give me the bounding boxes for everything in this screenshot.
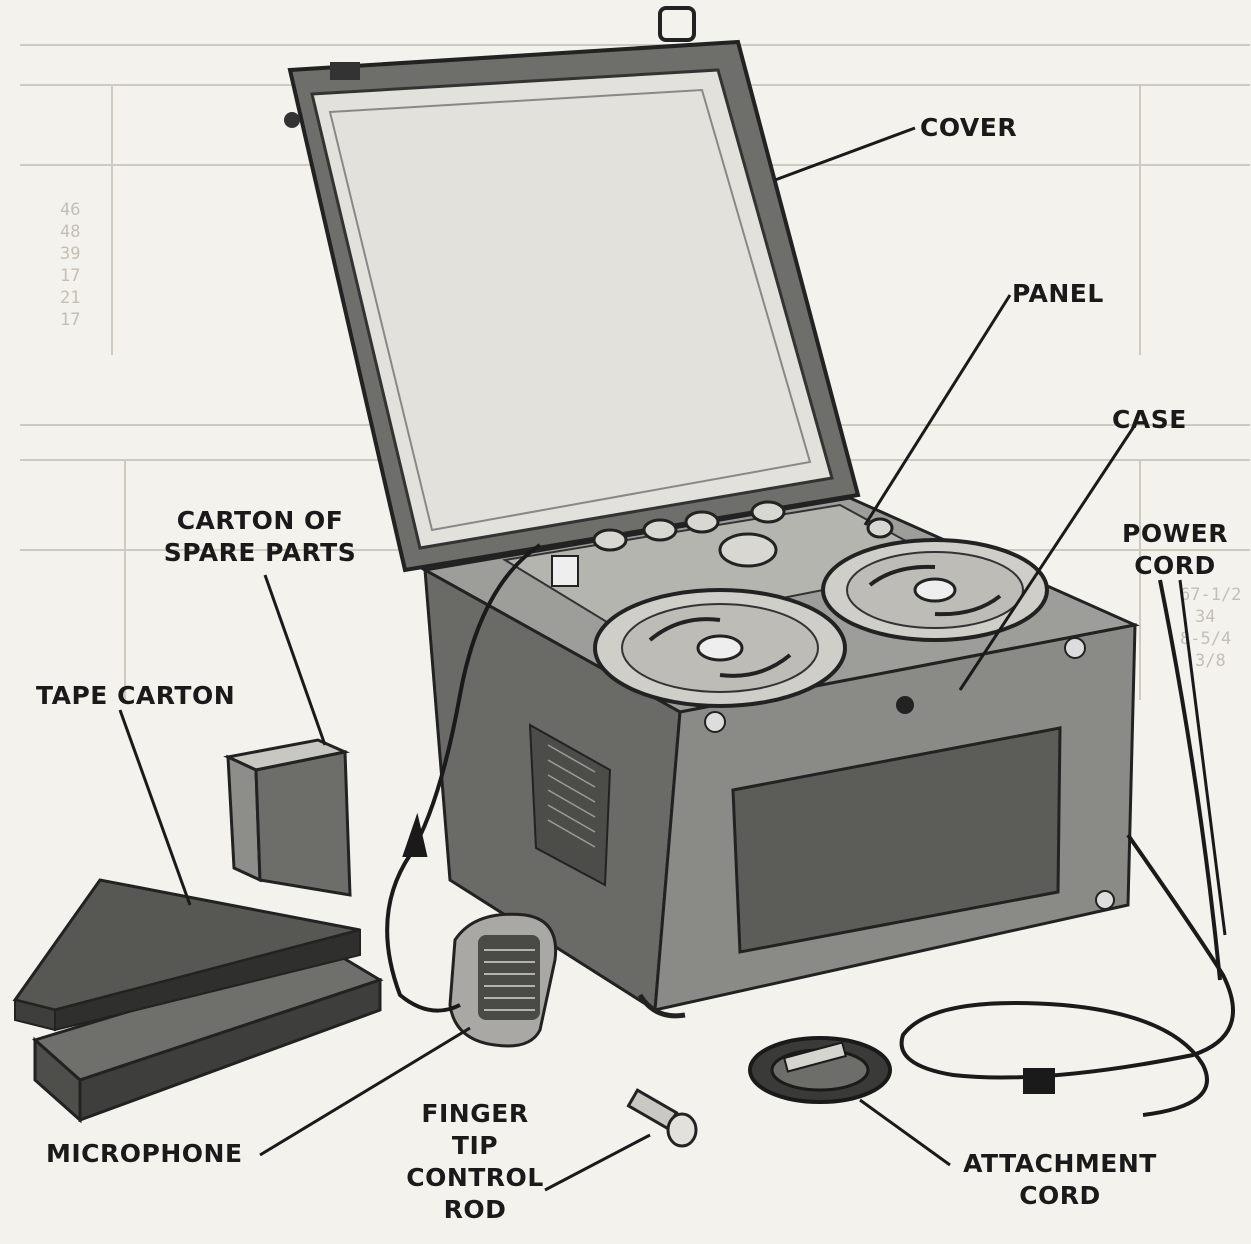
finger-tip-control-rod [628,1090,696,1146]
label-carton-of-spare-parts: CARTON OF SPARE PARTS [130,505,390,569]
bg-cell: 21 [60,288,80,308]
label-panel: PANEL [1012,278,1104,310]
bg-cell: 46 [60,200,80,220]
label-attachment-line: CORD [935,1180,1185,1212]
latch-icon [284,112,300,128]
label-case: CASE [1112,404,1187,436]
label-carton-line: SPARE PARTS [130,537,390,569]
left-reel [595,590,845,706]
label-attachment-cord: ATTACHMENT CORD [935,1148,1185,1212]
bg-cell: 3/8 [1195,651,1226,671]
label-rod-line: CONTROL [400,1162,550,1194]
tape-cartons [15,880,380,1120]
label-attachment-line: ATTACHMENT [935,1148,1185,1180]
keyhole-icon [896,696,914,714]
label-tape-carton: TAPE CARTON [36,680,235,712]
bg-cell: 34 [1195,607,1215,627]
label-rod-line: FINGER [400,1098,550,1130]
right-reel [823,540,1047,640]
label-microphone: MICROPHONE [46,1138,243,1170]
label-power-cord-line: POWER [1110,518,1240,550]
bg-cell: 17 [60,310,80,330]
bg-cell: 48 [60,222,80,242]
bg-cell: 39 [60,244,80,264]
label-cover: COVER [920,112,1017,144]
spare-parts-carton [228,740,350,895]
bg-cell: 67-1/2 [1180,585,1241,605]
handle-icon [660,8,694,40]
label-power-cord-line: CORD [1110,550,1240,582]
attachment-cord [750,1038,890,1102]
hinge-icon [330,62,360,80]
bg-cell: 17 [60,266,80,286]
cover [284,8,858,570]
label-rod-line: TIP [400,1130,550,1162]
label-rod-line: ROD [400,1194,550,1226]
label-carton-line: CARTON OF [130,505,390,537]
label-finger-tip-control-rod: FINGER TIP CONTROL ROD [400,1098,550,1226]
label-power-cord: POWER CORD [1110,518,1240,582]
microphone [450,914,556,1046]
